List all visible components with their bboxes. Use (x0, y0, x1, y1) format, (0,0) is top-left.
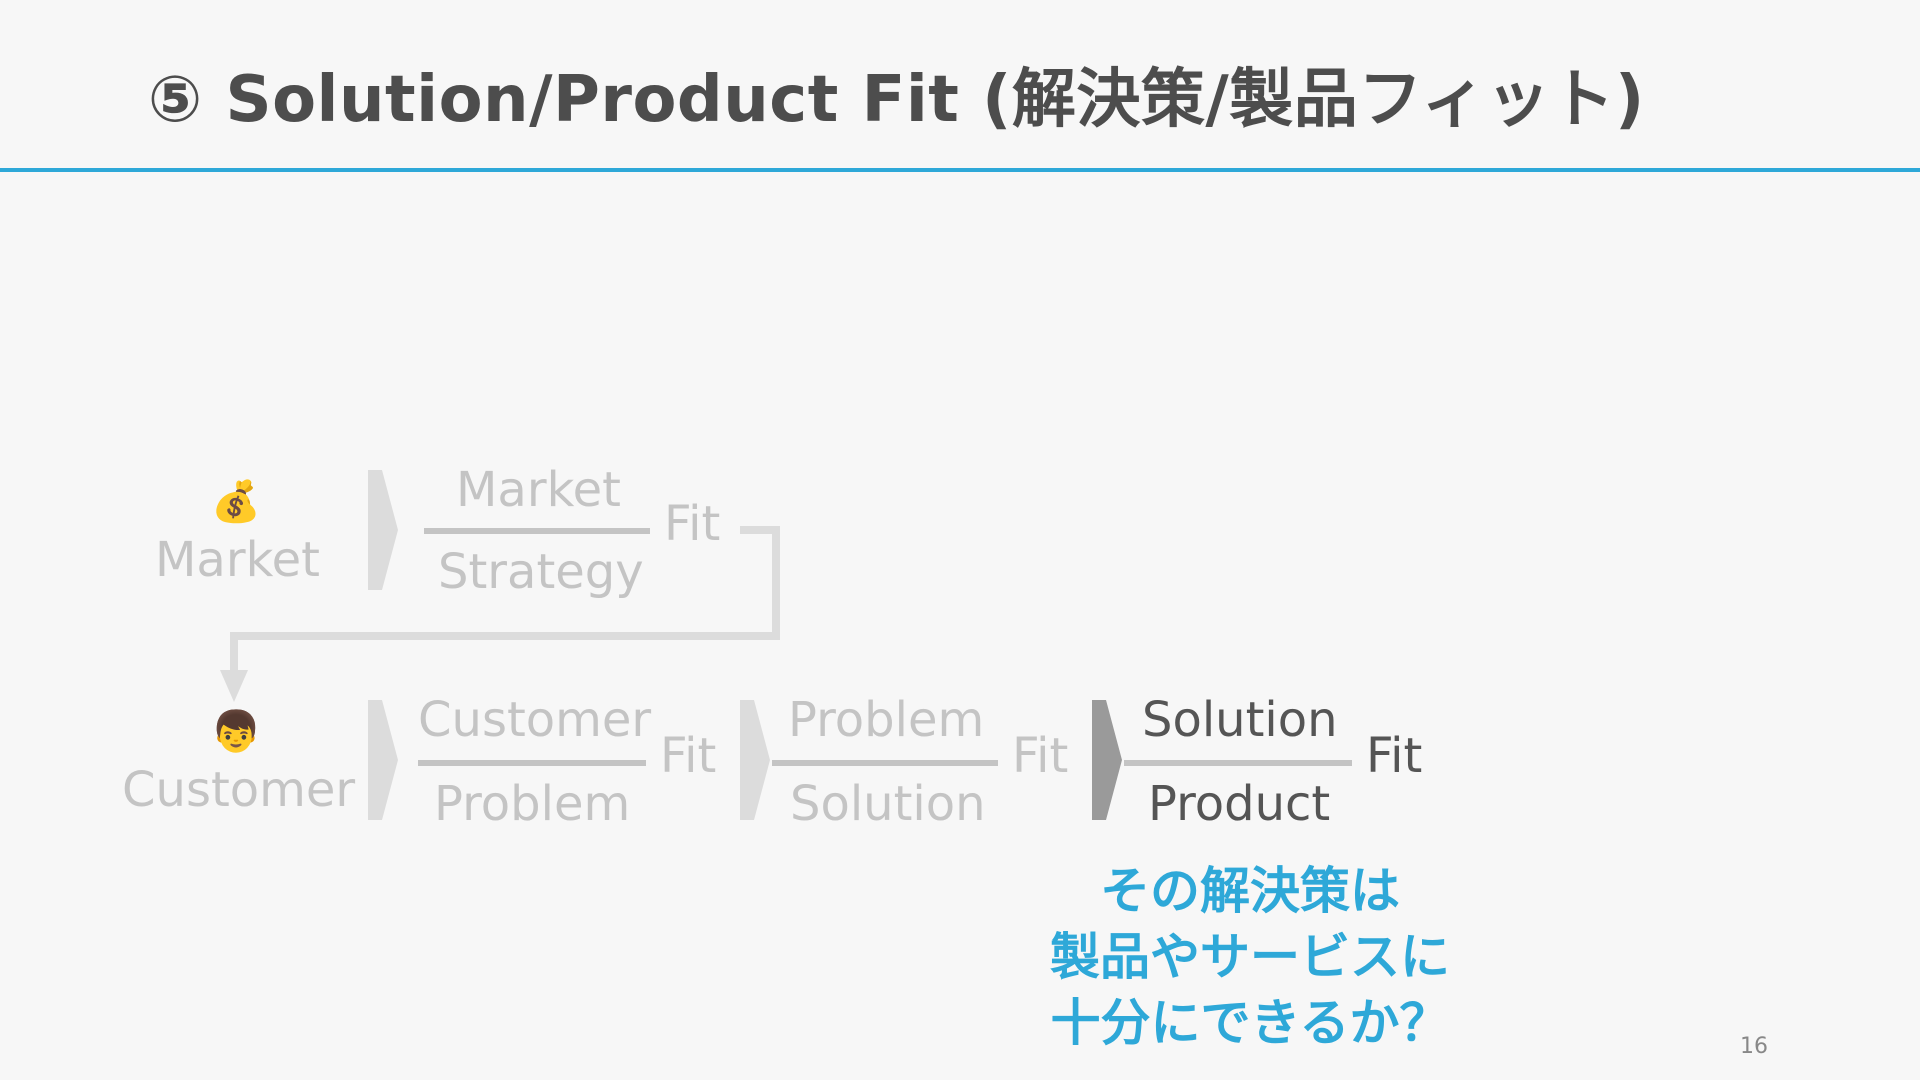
person-icon: 👦 (211, 709, 261, 755)
chevron-arrow-market (368, 470, 398, 590)
money-bag-icon: 💰 (211, 479, 261, 525)
key-question: その解決策は 製品やサービスに 十分にできるか？ (980, 858, 1520, 1056)
chevron-arrow-ps-fit (1092, 700, 1122, 820)
cp-fit-numerator: Customer (418, 692, 652, 748)
cp-fit-label: Fit (660, 728, 717, 784)
ps-fit-denominator: Solution (790, 776, 986, 832)
market-fit-denominator: Strategy (438, 544, 644, 600)
ps-fit-label: Fit (1012, 728, 1069, 784)
market-fit-fraction-line (424, 528, 650, 534)
ps-fit-numerator: Problem (788, 692, 985, 748)
ps-fit-fraction-line (772, 760, 998, 766)
sp-fit-denominator: Product (1148, 776, 1331, 832)
key-question-line-3: 十分にできるか？ (1050, 994, 1450, 1052)
chevron-arrow-cp-fit (740, 700, 770, 820)
sp-fit-label: Fit (1366, 728, 1423, 784)
elbow-connector (230, 526, 780, 672)
sp-fit-fraction-line (1124, 760, 1352, 766)
key-question-line-2: 製品やサービスに (1050, 928, 1450, 986)
cp-fit-fraction-line (418, 760, 646, 766)
key-question-line-1: その解決策は (1100, 862, 1400, 920)
customer-label: Customer (122, 762, 356, 818)
cp-fit-denominator: Problem (434, 776, 631, 832)
page-number: 16 (1740, 1034, 1768, 1059)
page-title: ⑤ Solution/Product Fit (解決策/製品フィット) (148, 63, 1645, 137)
title-underline (0, 168, 1920, 172)
connector-arrowhead (220, 670, 248, 702)
chevron-arrow-customer (368, 700, 398, 820)
market-fit-numerator: Market (456, 462, 621, 518)
market-fit-label: Fit (664, 496, 721, 552)
market-label: Market (155, 532, 320, 588)
sp-fit-numerator: Solution (1142, 692, 1338, 748)
